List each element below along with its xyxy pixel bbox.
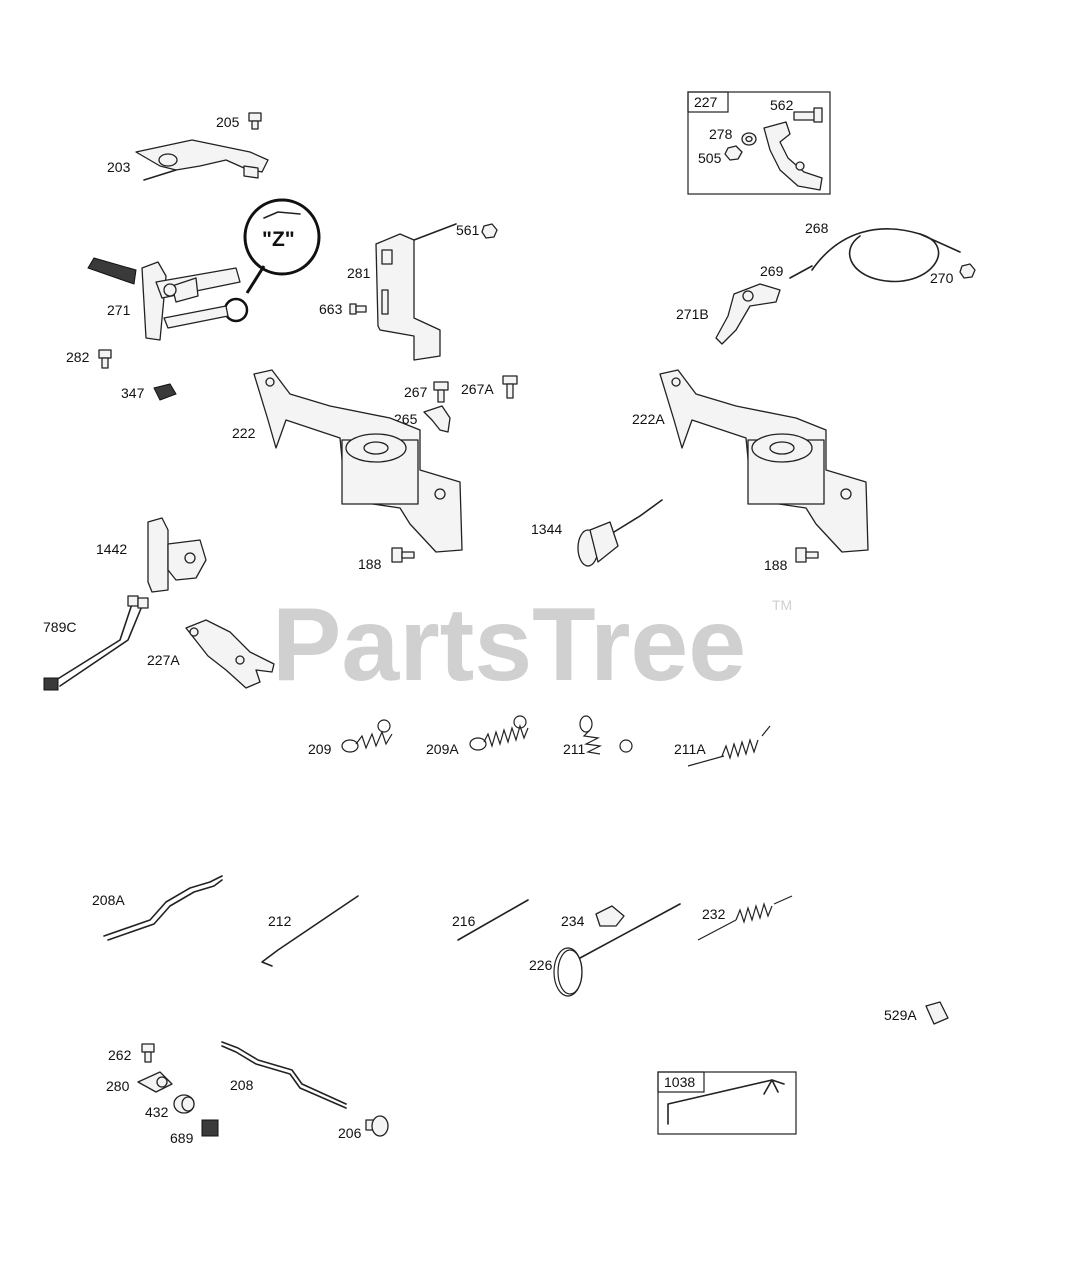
label-222A: 222A [632,411,665,427]
label-689: 689 [170,1130,194,1146]
part-267A-bolt[interactable] [502,375,518,399]
box-227 [687,91,831,195]
part-789C-harness[interactable] [43,595,149,691]
label-209: 209 [308,741,332,757]
part-265-clip[interactable] [423,405,451,433]
part-267-bolt[interactable] [433,381,449,403]
part-1038-rod[interactable] [667,1079,785,1125]
label-203: 203 [107,159,131,175]
part-663-screw[interactable] [349,303,367,315]
label-347: 347 [121,385,145,401]
label-505: 505 [698,150,722,166]
label-227A: 227A [147,652,180,668]
part-1442-solenoid[interactable] [147,517,207,593]
label-529A: 529A [884,1007,917,1023]
label-222: 222 [232,425,256,441]
part-227-lever[interactable] [763,121,823,191]
part-432-bushing[interactable] [173,1094,195,1114]
part-561-nut[interactable] [481,223,498,239]
watermark-trademark: TM [772,597,792,613]
part-271B-lever[interactable] [715,283,781,345]
label-271B: 271B [676,306,709,322]
part-212-link[interactable] [261,895,359,967]
label-281: 281 [347,265,371,281]
label-209A: 209A [426,741,459,757]
label-262: 262 [108,1047,132,1063]
box-227-tab [687,91,729,113]
part-270-nut[interactable] [959,263,976,279]
part-1344-knob[interactable] [577,499,663,567]
part-268-cable[interactable] [789,228,961,283]
label-280: 280 [106,1078,130,1094]
label-234: 234 [561,913,585,929]
label-205: 205 [216,114,240,130]
part-280-clamp[interactable] [137,1071,173,1093]
label-271: 271 [107,302,131,318]
label-232: 232 [702,906,726,922]
part-209A-spring[interactable] [469,715,529,751]
part-505-nut[interactable] [724,145,743,161]
label-188-right: 188 [764,557,788,573]
label-208: 208 [230,1077,254,1093]
part-211A-spring[interactable] [687,725,771,767]
label-211A: 211A [674,741,706,757]
label-267: 267 [404,384,428,400]
label-216: 216 [452,913,476,929]
part-222-bracket[interactable] [253,369,463,553]
label-208A: 208A [92,892,125,908]
label-206: 206 [338,1125,362,1141]
part-208A-link[interactable] [103,875,223,941]
label-269: 269 [760,263,784,279]
part-271-control-lever[interactable] [87,257,241,341]
part-222A-bracket[interactable] [659,369,869,553]
label-1038: 1038 [664,1074,695,1090]
callout-z [223,198,321,323]
label-226: 226 [529,957,553,973]
part-205-bolt[interactable] [248,112,262,130]
part-188-bolt-right[interactable] [795,547,819,563]
watermark-text: PartsTree [272,587,746,703]
box-1038-tab [657,1071,705,1093]
label-270: 270 [930,270,954,286]
part-206-screw[interactable] [365,1115,389,1137]
part-282-bolt[interactable] [98,349,112,369]
part-188-bolt-left[interactable] [391,547,415,563]
label-227: 227 [694,94,718,110]
part-234-clip[interactable] [595,905,625,927]
part-281-bracket[interactable] [375,223,457,361]
label-211: 211 [563,741,586,757]
part-232-spring[interactable] [697,895,793,941]
part-203-bracket[interactable] [135,139,269,181]
part-216-link[interactable] [457,899,529,941]
part-227A-bracket[interactable] [185,619,275,689]
label-188-left: 188 [358,556,382,572]
label-212: 212 [268,913,292,929]
part-262-bolt[interactable] [141,1043,155,1063]
label-562: 562 [770,97,794,113]
label-561: 561 [456,222,480,238]
part-529A-plug[interactable] [925,1001,949,1025]
part-689-insert[interactable] [201,1119,219,1137]
label-282: 282 [66,349,90,365]
label-268: 268 [805,220,829,236]
label-663: 663 [319,301,343,317]
label-432: 432 [145,1104,169,1120]
part-347-clip[interactable] [153,383,177,401]
label-278: 278 [709,126,733,142]
part-208-link[interactable] [221,1041,347,1109]
callout-z-letter: "Z" [262,228,295,251]
part-211-spring[interactable] [579,715,633,755]
part-278-washer[interactable] [741,132,757,146]
label-1442: 1442 [96,541,127,557]
label-789C: 789C [43,619,76,635]
part-209-spring[interactable] [341,719,393,753]
part-226-dipstick[interactable] [553,903,681,997]
label-267A: 267A [461,381,494,397]
label-1344: 1344 [531,521,562,537]
part-562-screw[interactable] [793,107,823,123]
box-1038 [657,1071,797,1135]
